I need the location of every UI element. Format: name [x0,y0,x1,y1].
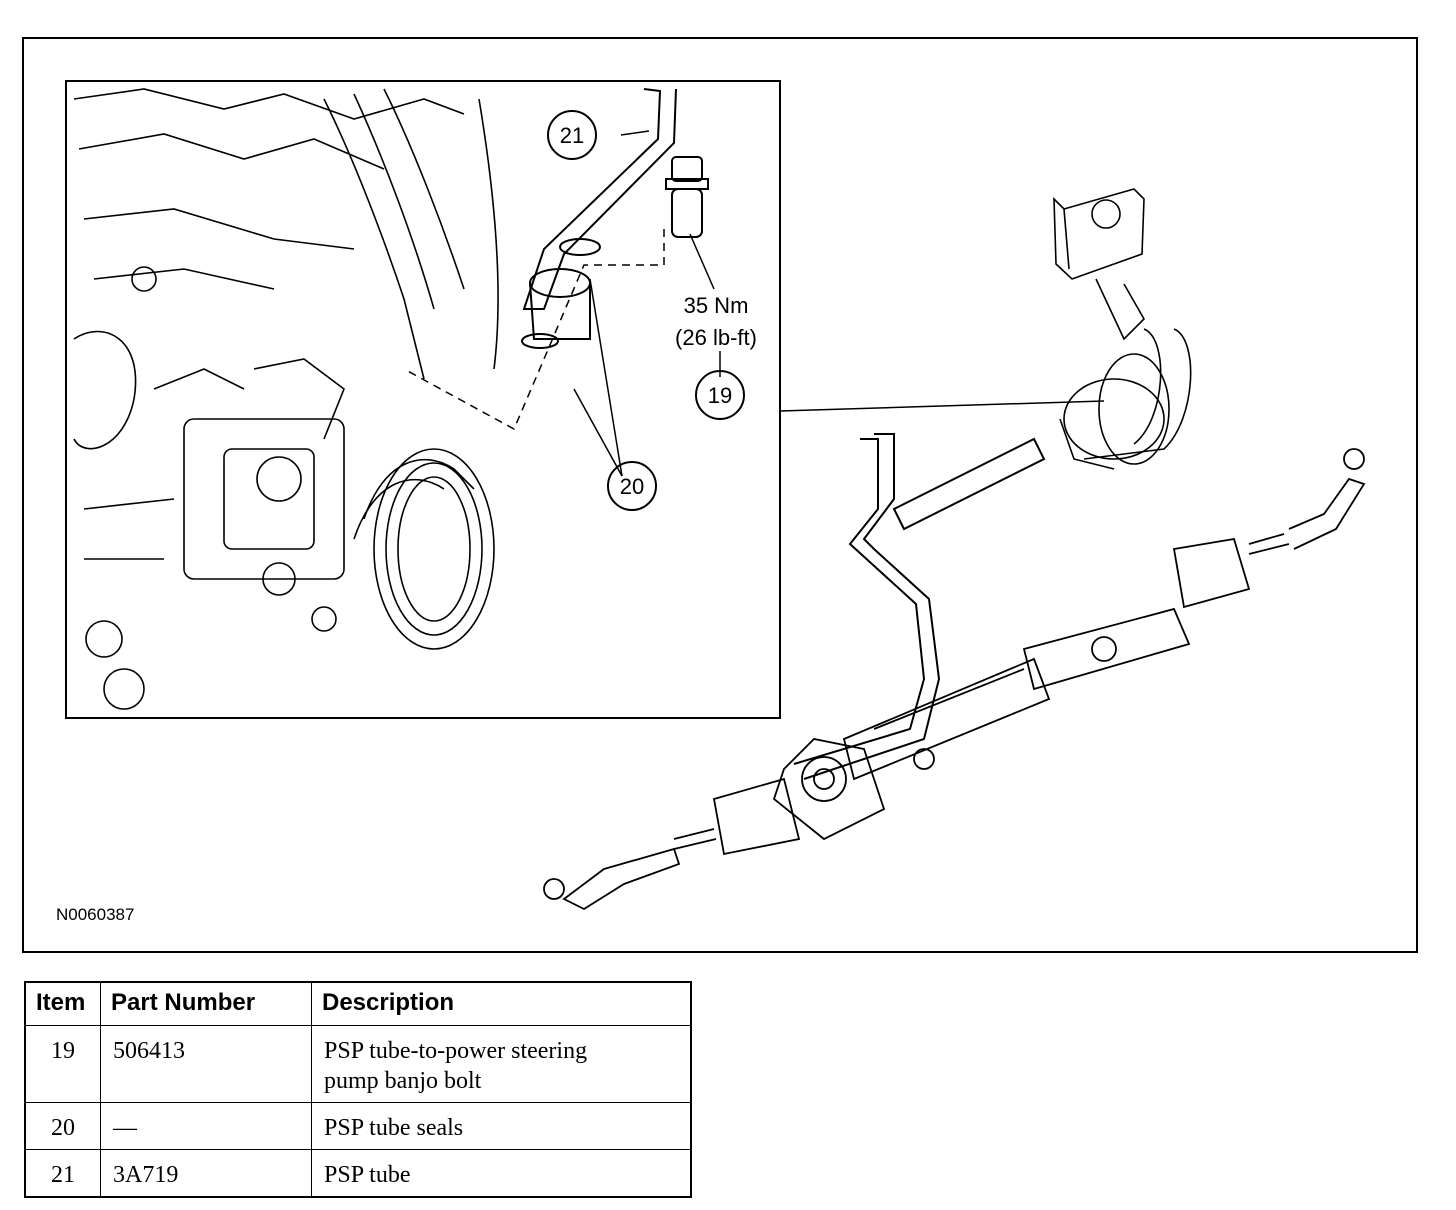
parts-table: Item Part Number Description 19 506413 P… [24,981,692,1198]
pump-detail-sketch [73,88,499,710]
steering-rack [543,448,1366,911]
table-row: 21 3A719 PSP tube [24,1149,692,1198]
description-cell: PSP tube [311,1149,692,1198]
table-row: 19 506413 PSP tube-to-power steering pum… [24,1025,692,1103]
callout-19-label: 19 [708,383,732,408]
description-cell: PSP tube seals [311,1102,692,1150]
part-number-cell: 3A719 [100,1149,312,1198]
callout-21-label: 21 [560,123,584,148]
torque-imperial: (26 lb-ft) [675,325,757,350]
diagram-frame: 21 19 20 35 Nm (26 lb-ft) N0060387 [22,37,1418,953]
part-number-cell: — [100,1102,312,1150]
steering-illustration: 21 19 20 35 Nm (26 lb-ft) [65,80,1366,911]
item-cell: 19 [24,1025,101,1103]
description-line: pump banjo bolt [324,1068,482,1094]
item-cell: 20 [24,1102,101,1150]
description-line: PSP tube-to-power steering [324,1038,588,1064]
torque-metric: 35 Nm [684,293,749,318]
callout-20-circle [607,461,657,511]
parts-table-header-row: Item Part Number Description [24,981,692,1026]
callout-19-circle [695,370,745,420]
callout-20-label: 20 [620,474,644,499]
table-row: 20 — PSP tube seals [24,1102,692,1150]
item-cell: 21 [24,1149,101,1198]
callout-21-circle [547,110,597,160]
header-part-number: Part Number [100,981,312,1026]
part-number-cell: 506413 [100,1025,312,1103]
header-description: Description [311,981,692,1026]
detail-inset-frame [65,80,781,719]
description-cell: PSP tube-to-power steering pump banjo bo… [311,1025,692,1103]
header-item: Item [24,981,101,1026]
figure-id-label: N0060387 [56,905,135,924]
pump-reservoir-assembly [1053,188,1192,470]
